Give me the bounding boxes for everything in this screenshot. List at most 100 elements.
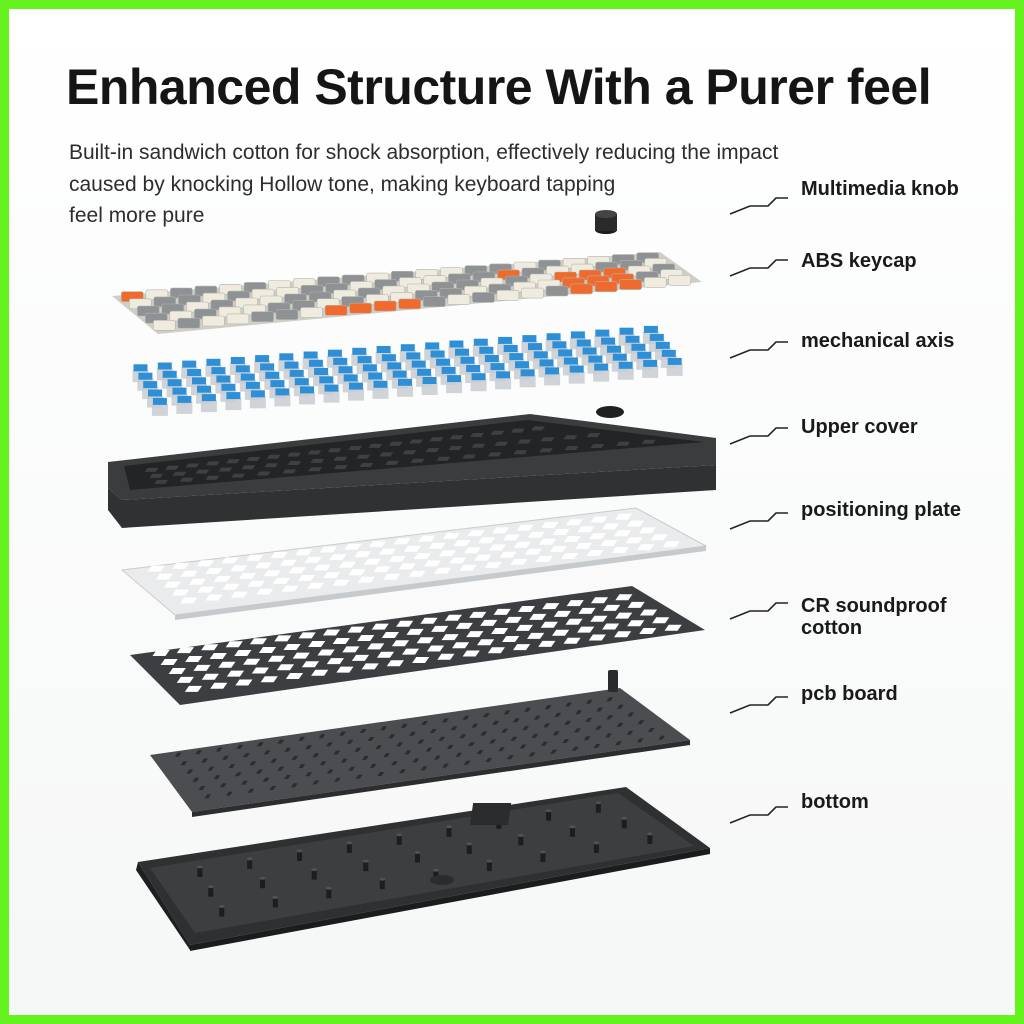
switch-stem (490, 363, 505, 371)
plate-cutout (638, 527, 657, 534)
cover-slot (490, 430, 505, 435)
case-post-top (432, 868, 439, 872)
pcb-hole (333, 750, 341, 755)
plate-cutout (438, 550, 457, 557)
plate-cutout (434, 567, 452, 574)
keycap (300, 307, 323, 318)
pcb-hole (277, 739, 285, 744)
cover-slot (241, 465, 256, 470)
switch-stem (515, 361, 529, 369)
cotton-cutout (639, 628, 657, 634)
cotton-cutout (274, 635, 292, 642)
keycap (496, 289, 520, 301)
cover-slot (470, 433, 485, 437)
cover-slot (264, 463, 279, 468)
plate-cutout (319, 546, 338, 553)
switch-stem (327, 349, 342, 357)
plate-cutout (398, 563, 416, 570)
pcb-hole (485, 758, 493, 762)
pcb-hole (550, 749, 558, 754)
switch-stem (607, 345, 621, 353)
case-post-top (646, 832, 653, 836)
cover-slot (487, 452, 502, 457)
plate-cutout (413, 553, 432, 560)
pcb-hole (400, 723, 408, 728)
pcb-hole (571, 746, 579, 751)
cover-slot (179, 477, 194, 482)
callout-bottom: bottom (728, 791, 998, 851)
pcb-hole (256, 742, 264, 747)
pcb-hole (442, 763, 449, 768)
case-post-top (545, 809, 552, 813)
plate-cutout (492, 527, 510, 534)
cotton-cutout (491, 628, 509, 634)
plate-cutout (541, 522, 559, 528)
cotton-cutout (565, 618, 583, 625)
switch-stem (352, 347, 367, 355)
switch-stem (449, 340, 464, 348)
switch-stem (187, 369, 202, 376)
switch-housing (519, 375, 536, 388)
cotton-cutout (512, 644, 531, 651)
plate-cutout (613, 530, 631, 537)
pcb-hole (471, 723, 479, 728)
switch-stem (324, 384, 339, 392)
switch-stem (643, 359, 658, 367)
plate-cutout (662, 541, 680, 548)
case-post (518, 835, 524, 846)
plate-cutout (222, 583, 240, 590)
plate-cutout (510, 558, 528, 565)
case-post-top (379, 877, 386, 881)
case-post-top (486, 859, 493, 863)
pcb-hole (354, 747, 362, 752)
cotton-cutout (552, 629, 570, 636)
pcb-hole (263, 750, 271, 755)
case-post (260, 878, 265, 889)
case-post-top (207, 885, 214, 889)
case-post (326, 888, 332, 899)
plate-cutout (474, 554, 492, 561)
pcb-hole (383, 753, 391, 758)
layer-label: pcb board (801, 683, 898, 705)
cotton-cutout (590, 597, 609, 604)
pcb-hole (198, 786, 206, 791)
switch-stem (558, 349, 573, 357)
pcb-hole (438, 736, 446, 741)
switch-stem (314, 368, 329, 375)
switch-stem (197, 385, 211, 393)
cotton-cutout (371, 623, 389, 630)
cotton-cutout (590, 615, 608, 622)
switch-stem (655, 341, 670, 349)
cover-slot (282, 469, 297, 474)
cotton-cutout (538, 640, 556, 647)
switch-stem (649, 333, 664, 341)
pcb-hole (585, 717, 593, 722)
pcb-hole (348, 766, 356, 771)
plate-cutout (611, 547, 629, 553)
switch-stem (211, 367, 226, 375)
cotton-cutout (160, 659, 178, 665)
plate-cutout (205, 594, 223, 601)
pcb-hole (262, 777, 270, 782)
switch-housing (666, 363, 683, 376)
switch-stem (206, 358, 221, 366)
switch-stem (381, 354, 396, 362)
plate-cutout (263, 570, 281, 577)
cotton-cutout (311, 669, 329, 676)
case-post-top (593, 841, 600, 845)
pcb-hole (319, 761, 327, 766)
keycap-set (112, 252, 702, 334)
switch-stem (539, 359, 554, 367)
leader-line (729, 806, 788, 824)
pcb-hole (346, 739, 354, 744)
cover-slot (425, 448, 440, 453)
cotton-cutout (168, 668, 186, 674)
switch-stem (226, 392, 241, 400)
switch-stem (265, 371, 280, 379)
pcb-hole (284, 747, 292, 752)
upper-cover (108, 406, 716, 528)
switch-stem (601, 337, 616, 345)
pcb-hole (369, 763, 377, 768)
leader-line (729, 696, 788, 714)
pcb-hole (375, 745, 383, 750)
